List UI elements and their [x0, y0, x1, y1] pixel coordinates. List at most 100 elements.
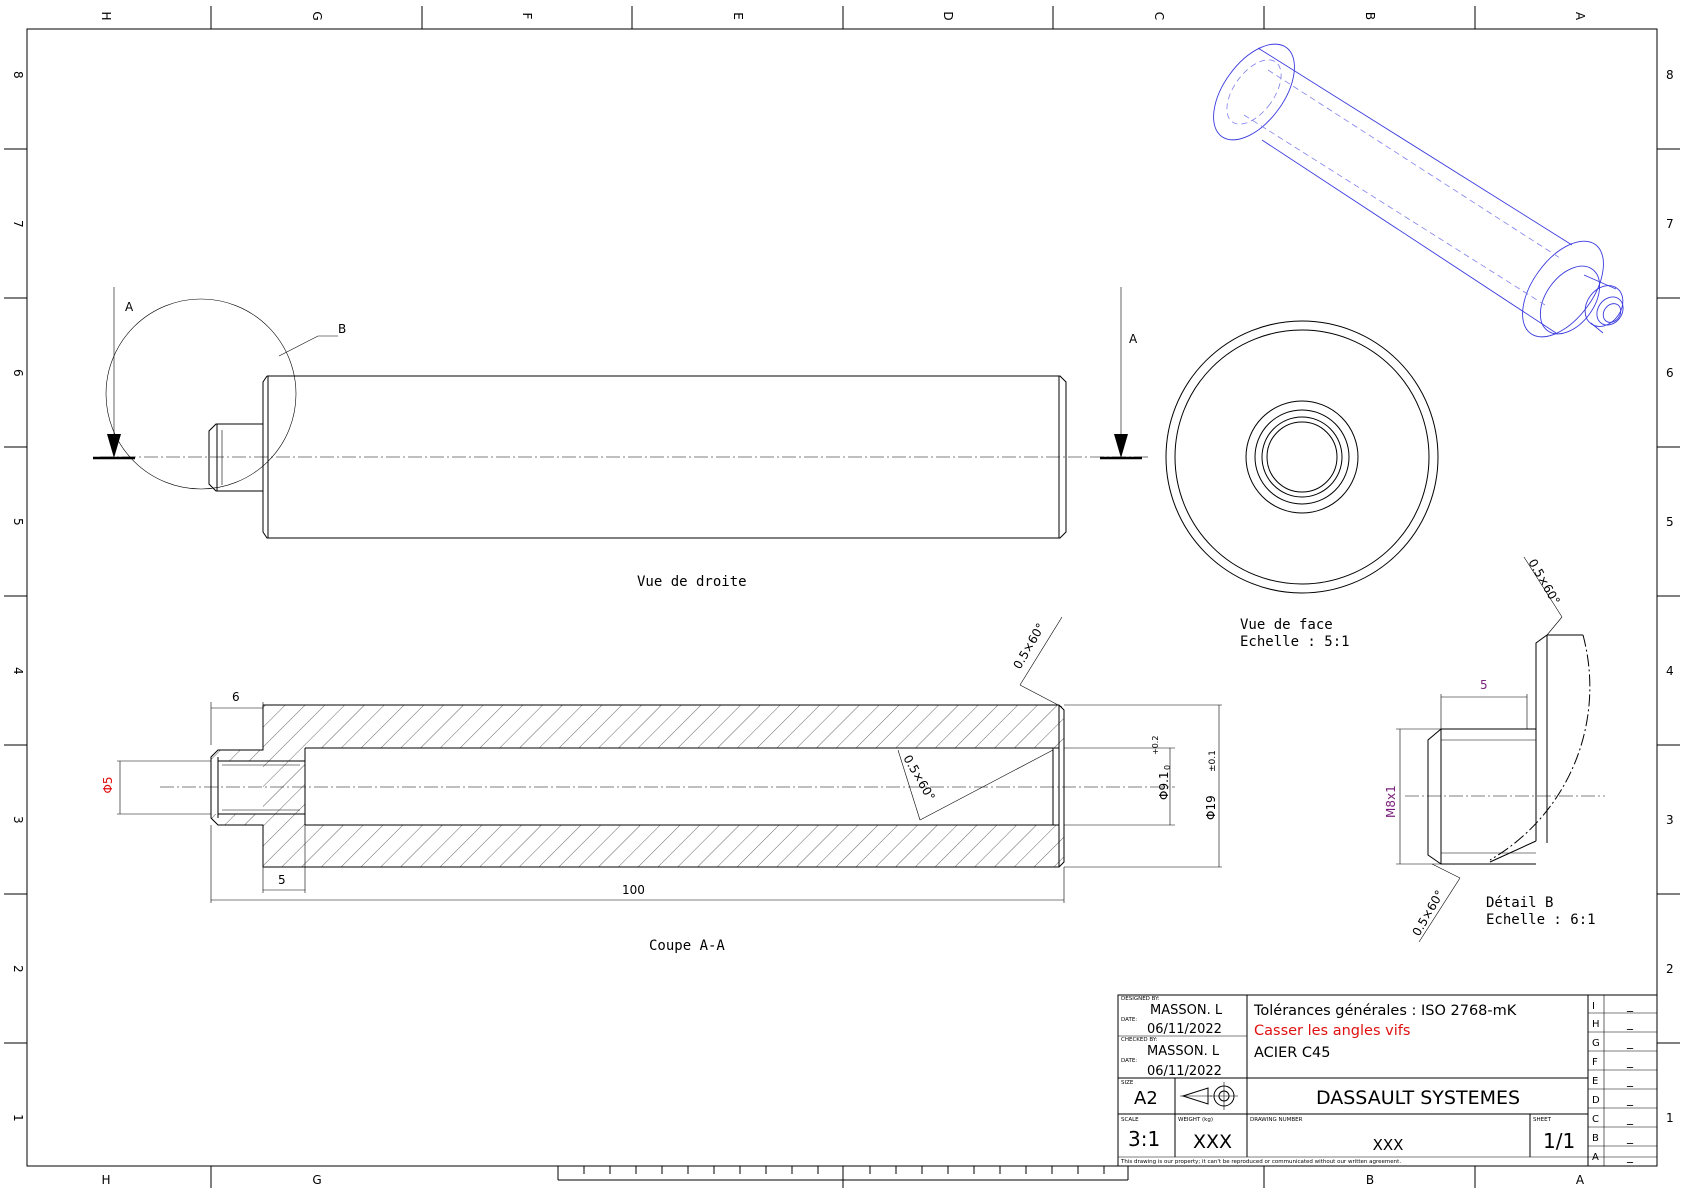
detail-dim-5: 5 [1480, 678, 1488, 692]
zone-numbers-right: 8 7 6 5 4 3 2 1 [1666, 68, 1674, 1125]
zone-col: B [1363, 12, 1377, 20]
tb-scale-label: SCALE [1121, 1117, 1139, 1123]
tb-date2: 06/11/2022 [1147, 1064, 1222, 1079]
zone-row: 5 [1666, 515, 1674, 529]
rev-value: _ [1626, 1073, 1634, 1087]
front-view: Vue de face Echelle : 5:1 [1165, 320, 1439, 650]
front-caption-1: Vue de face [1240, 617, 1333, 633]
dim-phi9-tol-dn: 0 [1163, 765, 1172, 770]
rev-value: _ [1626, 1054, 1634, 1068]
zone-col: G [312, 1173, 321, 1187]
zone-row: 4 [11, 667, 25, 675]
detail-caption-2: Echelle : 6:1 [1486, 912, 1596, 928]
zone-col: G [310, 11, 324, 20]
tb-date1: 06/11/2022 [1147, 1022, 1222, 1037]
zone-col: A [1576, 1173, 1585, 1187]
tb-company: DASSAULT SYSTEMES [1316, 1087, 1520, 1109]
detail-view: 5 M8x1 0.5×60° 0.5×60° Détail B Echelle … [1384, 557, 1605, 943]
rev-value: _ [1626, 1016, 1634, 1030]
rev-letter: D [1592, 1095, 1600, 1106]
dim-phi9: Φ9.1 [1157, 771, 1171, 800]
rev-letter: E [1592, 1076, 1598, 1087]
rev-value: _ [1626, 1035, 1634, 1049]
zone-col: A [1573, 12, 1587, 21]
zone-row: 2 [1666, 962, 1674, 976]
dim-5-bottom: 5 [278, 873, 286, 887]
zone-col: D [941, 11, 955, 20]
tb-date-label: DATE: [1121, 1017, 1137, 1023]
rev-letter: G [1592, 1038, 1600, 1049]
detail-m8: M8x1 [1384, 785, 1398, 818]
tb-checked-by: MASSON. L [1147, 1044, 1220, 1059]
zone-row: 3 [11, 816, 25, 824]
dim-phi19-tol: ±0.1 [1208, 750, 1218, 772]
tb-footer: This drawing is our property; it can't b… [1120, 1159, 1401, 1165]
detail-chamfer-bottom: 0.5×60° [1409, 888, 1446, 939]
dim-phi9-tol-up: +0.2 [1151, 736, 1160, 755]
rev-letter: H [1592, 1019, 1600, 1030]
zone-row: 8 [1666, 68, 1674, 82]
top-zone-ticks [210, 6, 1476, 29]
zone-row: 2 [11, 965, 25, 973]
dim-phi19: Φ19 [1204, 795, 1218, 820]
tb-material: ACIER C45 [1254, 1045, 1331, 1061]
section-view: 6 5 100 Φ5 Φ9.1 +0.2 0 Φ19 ±0.1 0.5×60° [101, 616, 1222, 954]
tb-size: A2 [1134, 1088, 1158, 1109]
right-view: A A B Vue de droite [93, 287, 1148, 590]
zone-col: C [1152, 12, 1166, 20]
rev-letter: F [1592, 1057, 1598, 1068]
rev-letter: B [1592, 1133, 1599, 1144]
tb-drawing-number-label: DRAWING NUMBER [1250, 1117, 1303, 1123]
tb-scale: 3:1 [1128, 1127, 1160, 1151]
isometric-view [1213, 43, 1624, 338]
tb-weight: XXX [1193, 1131, 1232, 1153]
zone-col: F [520, 13, 534, 20]
revision-table: I H G F E D C B A _ _ _ _ _ _ _ _ _ [1588, 998, 1657, 1163]
section-caption: Coupe A-A [649, 938, 725, 954]
zone-row: 4 [1666, 664, 1674, 678]
zone-col: B [1366, 1173, 1374, 1187]
rev-value: _ [1626, 1130, 1634, 1144]
tb-size-label: SIZE [1121, 1080, 1134, 1086]
inner-frame [26, 28, 1658, 1167]
tb-date-label-2: DATE: [1121, 1058, 1137, 1064]
zone-row: 7 [1666, 217, 1674, 231]
dim-phi5: Φ5 [101, 776, 115, 793]
cut-label-left: A [125, 300, 134, 314]
tb-sheet-label: SHEET [1533, 1117, 1552, 1123]
zone-row: 7 [11, 220, 25, 228]
detail-caption-1: Détail B [1486, 895, 1553, 911]
projection-symbol-icon [1180, 1082, 1238, 1110]
dim-6: 6 [232, 690, 240, 704]
zone-col: H [99, 11, 113, 20]
tb-sheet: 1/1 [1543, 1129, 1575, 1153]
detail-label: B [338, 322, 346, 336]
front-caption-2: Echelle : 5:1 [1240, 634, 1350, 650]
side-zone-ticks [4, 148, 1680, 1044]
bottom-ruler [557, 1166, 1129, 1181]
tb-drawing-number: XXX [1373, 1136, 1404, 1154]
tb-tolerances: Tolérances générales : ISO 2768-mK [1253, 1003, 1517, 1019]
rev-letter: A [1592, 1152, 1599, 1163]
zone-col: H [101, 1173, 110, 1187]
chamfer-callout-1: 0.5×60° [1010, 621, 1047, 672]
tb-note-red: Casser les angles vifs [1254, 1023, 1410, 1039]
rev-letter: C [1592, 1114, 1599, 1125]
zone-row: 5 [11, 518, 25, 526]
tb-weight-label: WEIGHT (kg) [1178, 1117, 1213, 1123]
rev-value: _ [1626, 1149, 1634, 1163]
bottom-zone-ticks [210, 1166, 1476, 1188]
zone-row: 8 [11, 71, 25, 79]
zone-letters-bottom: H G B A [101, 1173, 1584, 1187]
right-view-caption: Vue de droite [637, 574, 747, 590]
zone-row: 3 [1666, 813, 1674, 827]
rev-letter: I [1592, 1001, 1595, 1012]
tb-checked-label: CHECKED BY: [1121, 1037, 1157, 1043]
cut-label-right: A [1129, 332, 1138, 346]
title-block: DESIGNED BY: MASSON. L DATE: 06/11/2022 … [1117, 994, 1658, 1167]
zone-row: 6 [11, 369, 25, 377]
tb-designed-label: DESIGNED BY: [1121, 996, 1160, 1002]
dim-100: 100 [622, 883, 645, 897]
zone-col: E [731, 12, 745, 20]
zone-row: 1 [1666, 1111, 1674, 1125]
